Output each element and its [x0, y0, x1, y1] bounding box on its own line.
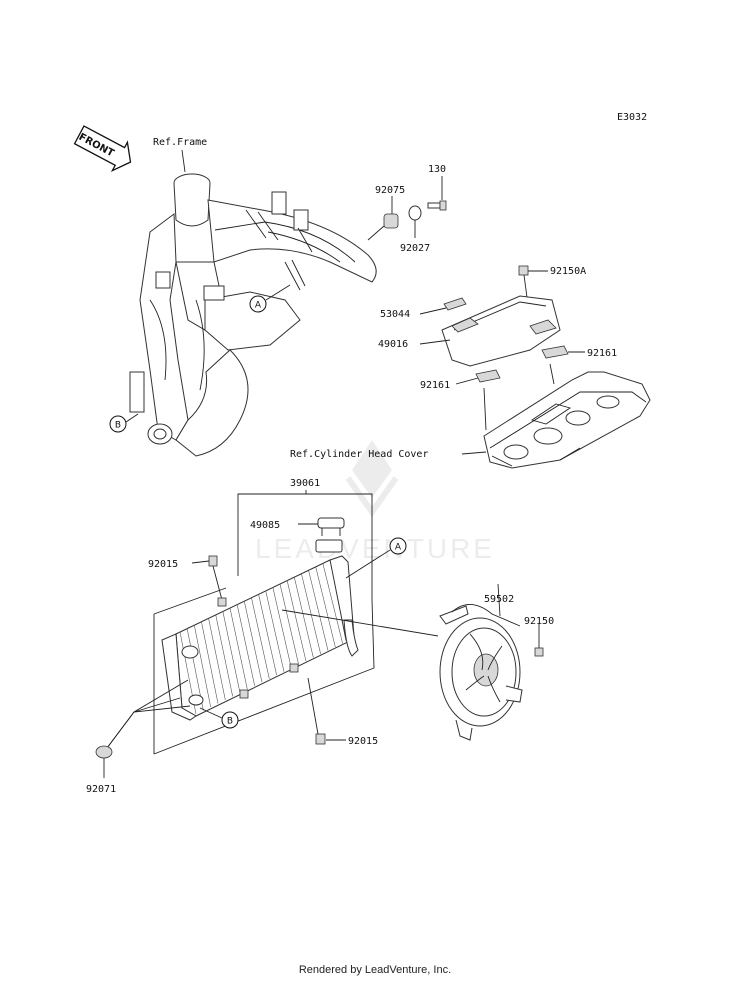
callout-92071: 92071: [86, 784, 116, 795]
part-49016-heat-shield: [419, 295, 561, 367]
radiator-fin: [265, 590, 285, 672]
radiator-fin: [322, 563, 343, 644]
callout-130: 130: [428, 164, 446, 175]
callout-92161-left: 92161: [420, 380, 450, 391]
svg-text:B: B: [115, 421, 121, 431]
part-59502-cooling-fan: [439, 583, 523, 741]
diagram-code: E3032: [617, 112, 647, 123]
radiator-fin: [279, 583, 299, 665]
radiator-core: [161, 539, 359, 721]
radiator-fin: [272, 587, 292, 669]
marker-b-frame: B: [109, 413, 139, 433]
svg-text:A: A: [395, 543, 402, 553]
radiator-fin: [293, 577, 314, 658]
part-130-bolt: [427, 176, 447, 211]
radiator-fin: [229, 607, 248, 690]
callout-53044: 53044: [380, 309, 410, 320]
front-direction-arrow: FRONT: [73, 125, 132, 172]
radiator-fin: [308, 570, 329, 651]
part-92027-collar: [408, 205, 422, 238]
part-92161-pad-right: [541, 345, 585, 359]
radiator-fin: [315, 566, 336, 648]
radiator-fin: [286, 580, 307, 662]
part-92071-grommet: [95, 745, 113, 778]
svg-text:LEADVENTURE: LEADVENTURE: [255, 533, 495, 564]
cylinder-head-cover: [483, 371, 651, 469]
callout-39061: 39061: [290, 478, 320, 489]
part-49085-radiator-cap: [298, 517, 345, 536]
assembly-bracket-39061: [237, 493, 373, 510]
radiator-fin: [201, 621, 219, 704]
radiator-fin: [251, 597, 270, 679]
part-53044-pad: [419, 297, 467, 315]
radiator-fin: [215, 614, 233, 697]
callout-49016: 49016: [378, 339, 408, 350]
ref-cylinder-head-cover-label: Ref.Cylinder Head Cover: [290, 449, 428, 460]
radiator-fin: [258, 594, 277, 676]
callout-92161-right: 92161: [587, 348, 617, 359]
callout-59502: 59502: [484, 594, 514, 605]
svg-text:A: A: [255, 301, 262, 311]
marker-a-radiator: A: [345, 537, 407, 579]
callout-92015-top: 92015: [148, 559, 178, 570]
callout-92150A: 92150A: [550, 266, 586, 277]
footer-credit: Rendered by LeadVenture, Inc.: [298, 964, 452, 976]
watermark: LEADVENTURE: [255, 440, 495, 564]
callout-49085: 49085: [250, 520, 280, 531]
radiator-fin: [236, 604, 255, 686]
callout-92150: 92150: [524, 616, 554, 627]
callout-92075: 92075: [375, 185, 405, 196]
part-92150-bolt: [534, 624, 544, 657]
radiator-fin: [208, 618, 226, 700]
part-92015-clip-top: [191, 555, 223, 601]
part-92161-pad-left: [455, 369, 501, 385]
svg-text:B: B: [227, 717, 233, 727]
marker-b-radiator: B: [199, 707, 239, 729]
radiator-fin: [243, 601, 263, 683]
frame-assembly: [129, 173, 377, 457]
marker-a-frame: A: [249, 284, 291, 313]
radiator-fin: [193, 625, 211, 708]
part-92015-clip-bottom: [307, 677, 346, 745]
part-92075-grommet: [367, 196, 399, 241]
callout-92015-bottom: 92015: [348, 736, 378, 747]
callout-92027: 92027: [400, 243, 430, 254]
radiator-fin: [301, 573, 321, 655]
ref-frame-label: Ref.Frame: [153, 137, 207, 148]
radiator-fin: [222, 611, 241, 693]
